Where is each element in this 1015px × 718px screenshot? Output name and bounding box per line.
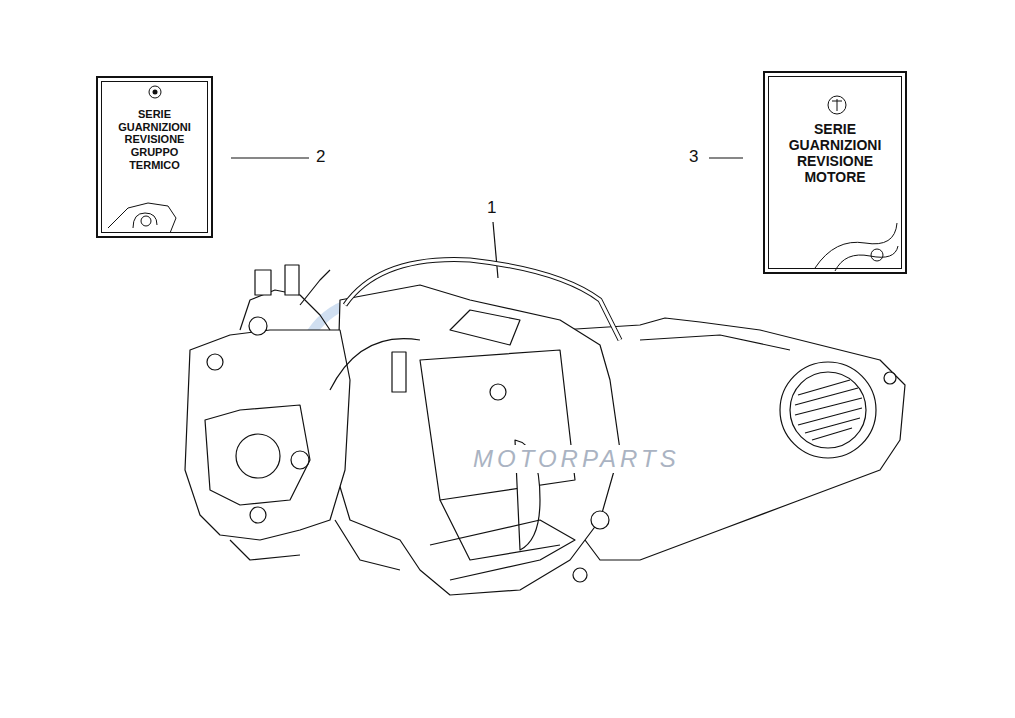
booklet-title: SERIE GUARNIZIONI REVISIONE GRUPPO TERMI… [118,108,191,171]
gasket-kit-booklet: SERIE GUARNIZIONI REVISIONE MOTORE [763,71,907,274]
callout-number: 1 [487,198,496,218]
engine-drawing [185,260,905,595]
booklet-title: SERIE GUARNIZIONI REVISIONE MOTORE [789,121,882,185]
watermark-text: MOTORPARTS [470,445,683,473]
gasket-kit-booklet: SERIE GUARNIZIONI REVISIONE GRUPPO TERMI… [96,76,213,238]
callout-number: 2 [316,147,325,167]
callout-number: 3 [689,147,698,167]
